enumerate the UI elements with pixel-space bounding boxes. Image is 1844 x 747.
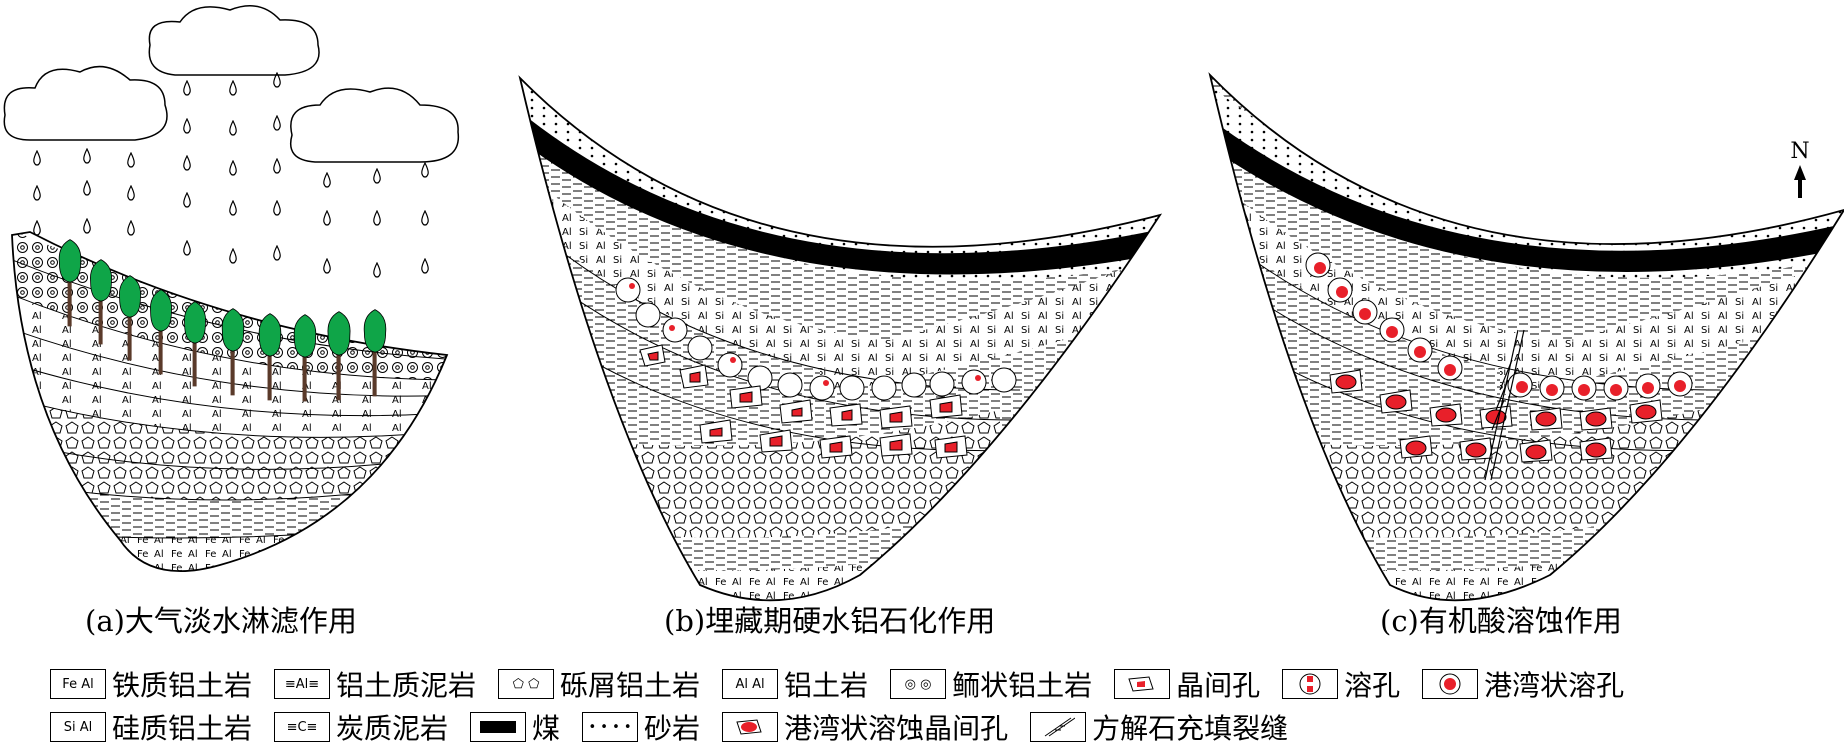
legend-item-c-mudstone: ≡C≡炭质泥岩 xyxy=(274,707,448,747)
caption-panel-a: (a)大气淡水淋滤作用 xyxy=(85,604,357,638)
cloud-left xyxy=(3,65,168,141)
coal-symbol-icon xyxy=(470,712,527,742)
legend-item-oolitic: ◎ ◎鲕状铝土岩 xyxy=(890,664,1092,704)
legend-label: 港湾状溶蚀晶间孔 xyxy=(784,712,1009,745)
legend-item-pentagon: ⬠ ⬠砾屑铝土岩 xyxy=(498,664,700,704)
legend-item-dissolution-pore: 溶孔 xyxy=(1282,664,1400,704)
legend-label: 砾屑铝土岩 xyxy=(560,669,701,702)
cloud-middle xyxy=(148,5,320,76)
oolitic-symbol: ◎ ◎ xyxy=(890,669,947,699)
caption-panel-b: (b)埋藏期硬水铝石化作用 xyxy=(664,604,996,638)
c-mudstone-symbol: ≡C≡ xyxy=(274,712,331,742)
legend-item-calcite-fracture: 方解石充填裂缝 xyxy=(1030,707,1288,747)
legend-label: 港湾状溶孔 xyxy=(1484,669,1625,702)
caption-panel-c: (c)有机酸溶蚀作用 xyxy=(1380,604,1622,638)
legend-item-embayed-intercrystal: 港湾状溶蚀晶间孔 xyxy=(722,707,1008,747)
calcite-fracture xyxy=(1484,329,1525,481)
al-al-symbol: Al Al xyxy=(722,669,779,699)
panel-b-basin xyxy=(518,75,1163,602)
legend-label: 方解石充填裂缝 xyxy=(1092,712,1289,745)
legend-label: 炭质泥岩 xyxy=(336,712,449,745)
legend-item-intercrystal: 晶间孔 xyxy=(1114,664,1260,704)
dissolution-pore-icon xyxy=(1282,669,1339,699)
si-al-symbol: Si Al xyxy=(50,712,106,742)
legend-item-coal: 煤 xyxy=(470,707,560,747)
legend-label: 晶间孔 xyxy=(1176,669,1261,702)
fe-al-symbol: Fe Al xyxy=(50,669,106,699)
legend-item-embayed-pore: 港湾状溶孔 xyxy=(1422,664,1624,704)
north-label: N xyxy=(1790,139,1809,164)
panel-a-basin xyxy=(3,5,460,572)
panel-c-basin xyxy=(1208,72,1844,602)
legend-label: 铝土质泥岩 xyxy=(336,669,477,702)
north-arrow: N xyxy=(1790,139,1810,198)
legend-item-al-mudstone: ≡Al≡铝土质泥岩 xyxy=(274,664,476,704)
sandstone-symbol: • • • • xyxy=(582,712,639,742)
intercrystal-pore-icon xyxy=(1114,669,1171,699)
cloud-right xyxy=(290,87,460,163)
legend-label: 砂岩 xyxy=(644,712,701,745)
legend-label: 溶孔 xyxy=(1344,669,1401,702)
embayed-pore-icon xyxy=(1422,669,1479,699)
embayed-intercrystal-pore-icon xyxy=(722,712,779,742)
legend-label: 硅质铝土岩 xyxy=(112,712,253,745)
legend-label: 铝土岩 xyxy=(784,669,869,702)
pentagon-symbol: ⬠ ⬠ xyxy=(498,669,555,699)
legend-label: 煤 xyxy=(532,712,561,745)
north-arrow-icon xyxy=(1794,165,1806,198)
calcite-fracture-icon xyxy=(1030,712,1087,742)
al-mudstone-symbol: ≡Al≡ xyxy=(274,669,331,699)
legend-label: 铁质铝土岩 xyxy=(112,669,253,702)
legend-item-sandstone: • • • •砂岩 xyxy=(582,707,700,747)
legend-label: 鲕状铝土岩 xyxy=(952,669,1093,702)
